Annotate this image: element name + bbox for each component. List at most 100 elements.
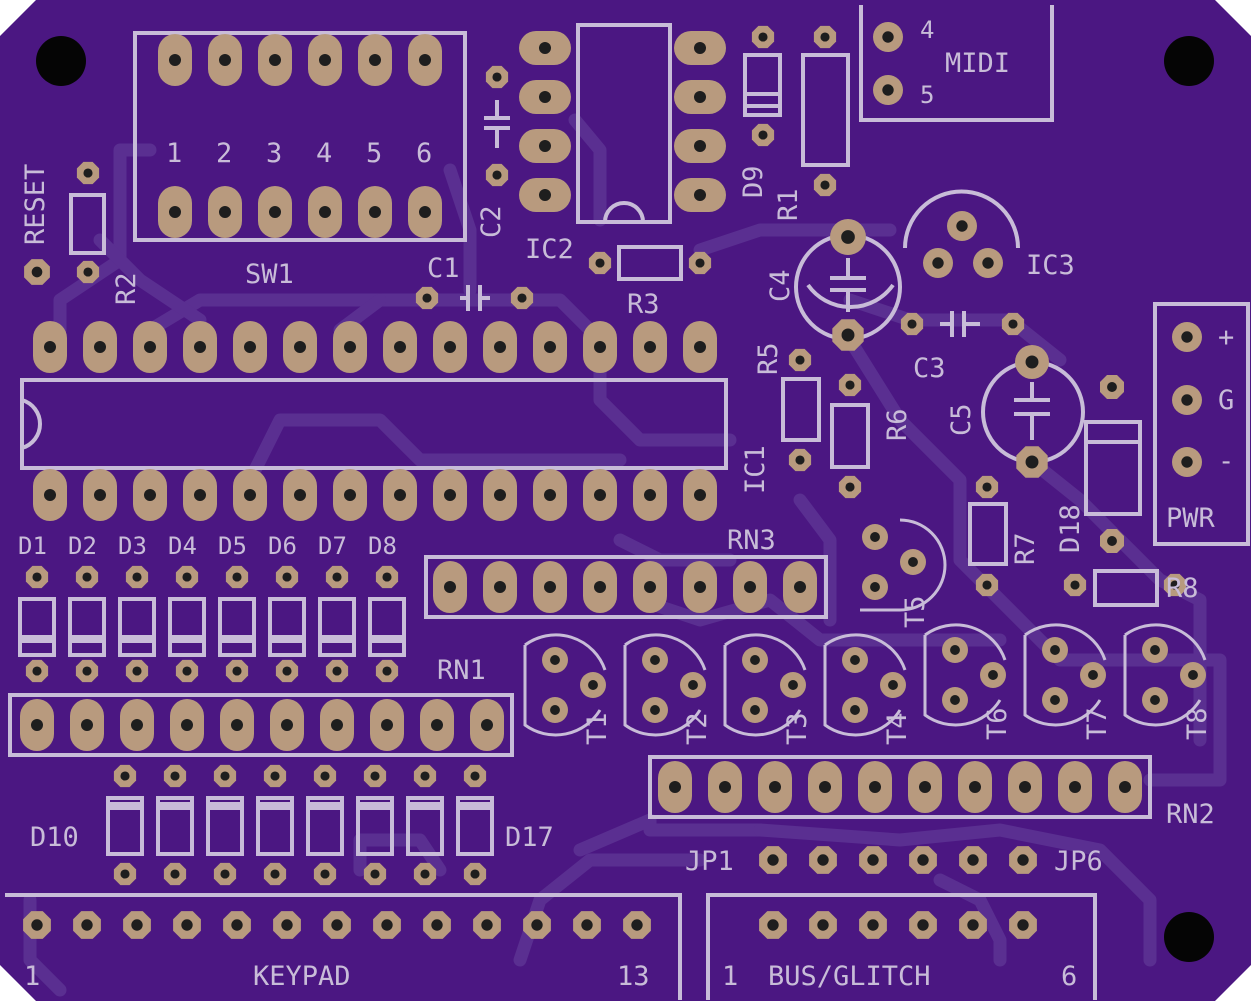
label-d9: D9 xyxy=(738,165,769,198)
transistor-outline xyxy=(623,633,707,737)
label-ic3: IC3 xyxy=(1026,250,1075,281)
label-reset: RESET xyxy=(20,164,51,245)
label-keypad-first: 1 xyxy=(24,961,40,992)
transistor-labels: T1 T2 T3 T4 T5 T6 T7 T8 xyxy=(582,595,1213,745)
label-jp6: JP6 xyxy=(1054,846,1103,877)
label-bus: BUS/GLITCH xyxy=(768,961,931,992)
led-body xyxy=(268,597,306,657)
label-r1: R1 xyxy=(773,188,804,221)
label-sw1: SW1 xyxy=(245,259,294,290)
label-r8: R8 xyxy=(1166,573,1199,604)
silkscreen-outlines xyxy=(5,5,1250,1000)
led-body xyxy=(106,796,144,856)
label-midi-pin-4: 4 xyxy=(920,16,934,44)
led-body xyxy=(206,796,244,856)
label-t8: T8 xyxy=(1182,707,1213,740)
label-r7: R7 xyxy=(1010,532,1041,565)
label-rn3: RN3 xyxy=(727,525,776,556)
led-body xyxy=(456,796,494,856)
label-c5: C5 xyxy=(946,403,977,436)
c5-symbol xyxy=(1014,382,1050,440)
label-d3: D3 xyxy=(118,532,147,560)
label-midi-pin-5: 5 xyxy=(920,81,934,109)
mounting-hole-bottom-right xyxy=(1164,912,1214,962)
transistor-outline xyxy=(923,623,1007,727)
led-body xyxy=(218,597,256,657)
label-t4: T4 xyxy=(882,712,913,745)
sw1-pin-2: 2 xyxy=(216,138,232,169)
label-ic1: IC1 xyxy=(740,445,771,494)
label-d8: D8 xyxy=(368,532,397,560)
component-pads xyxy=(18,22,1207,939)
label-pwr-plus: + xyxy=(1218,322,1234,353)
mounting-hole-top-left xyxy=(36,36,86,86)
sw1-pin-4: 4 xyxy=(316,138,332,169)
label-r3: R3 xyxy=(627,289,660,320)
label-t2: T2 xyxy=(682,712,713,745)
label-keypad-last: 13 xyxy=(617,961,650,992)
label-r6: R6 xyxy=(882,408,913,441)
label-pwr-g: G xyxy=(1218,385,1234,416)
label-c2: C2 xyxy=(476,205,507,238)
led-body xyxy=(118,597,156,657)
label-ic2: IC2 xyxy=(525,234,574,265)
label-bus-first: 1 xyxy=(722,961,738,992)
label-d6: D6 xyxy=(268,532,297,560)
led-body xyxy=(406,796,444,856)
label-rn2: RN2 xyxy=(1166,799,1215,830)
label-t7: T7 xyxy=(1082,707,1113,740)
label-bus-last: 6 xyxy=(1061,961,1077,992)
sw1-pin-6: 6 xyxy=(416,138,432,169)
label-d17: D17 xyxy=(505,822,554,853)
sw1-pin-3: 3 xyxy=(266,138,282,169)
label-c4: C4 xyxy=(765,269,796,302)
transistor-outline xyxy=(823,633,907,737)
sw1-pin-numbers: 1 2 3 4 5 6 xyxy=(166,138,432,169)
led-body xyxy=(356,796,394,856)
sw1-pin-1: 1 xyxy=(166,138,182,169)
led-body xyxy=(306,796,344,856)
label-d2: D2 xyxy=(68,532,97,560)
c1-symbol xyxy=(460,285,490,311)
label-d5: D5 xyxy=(218,532,247,560)
c3-symbol xyxy=(940,311,980,337)
label-keypad: KEYPAD xyxy=(253,961,351,992)
led-body xyxy=(156,796,194,856)
label-d10: D10 xyxy=(30,822,79,853)
label-c1: C1 xyxy=(427,253,460,284)
label-d4: D4 xyxy=(168,532,197,560)
led-body xyxy=(18,597,56,657)
label-pwr: PWR xyxy=(1166,503,1216,534)
label-c3: C3 xyxy=(913,353,946,384)
transistor-outline xyxy=(1023,623,1107,727)
label-midi: MIDI xyxy=(945,48,1010,79)
label-t1: T1 xyxy=(582,712,613,745)
led-labels-top: D1 D2 D3 D4 D5 D6 D7 D8 xyxy=(18,532,397,560)
label-d1: D1 xyxy=(18,532,47,560)
mounting-holes xyxy=(36,36,1214,962)
led-body xyxy=(318,597,356,657)
label-t6: T6 xyxy=(982,707,1013,740)
label-pwr-minus: - xyxy=(1218,446,1234,477)
label-t3: T3 xyxy=(782,712,813,745)
led-body xyxy=(168,597,206,657)
sw1-pin-5: 5 xyxy=(366,138,382,169)
label-d18: D18 xyxy=(1055,504,1086,553)
transistor-outline xyxy=(723,633,807,737)
transistor-outline xyxy=(523,633,607,737)
label-jp1: JP1 xyxy=(685,846,734,877)
label-rn1: RN1 xyxy=(437,655,486,686)
label-r5: R5 xyxy=(753,342,784,375)
mounting-hole-top-right xyxy=(1164,36,1214,86)
led-body xyxy=(368,597,406,657)
led-body xyxy=(68,597,106,657)
c4-symbol xyxy=(830,258,866,312)
c2-symbol xyxy=(484,100,510,148)
label-t5: T5 xyxy=(900,595,931,628)
label-r2: R2 xyxy=(111,272,142,305)
transistor-outline xyxy=(1123,623,1207,727)
led-body xyxy=(256,796,294,856)
silkscreen-labels: RESET R2 SW1 1 2 3 4 5 6 C1 C2 IC2 R3 D9… xyxy=(18,16,1234,992)
label-d7: D7 xyxy=(318,532,347,560)
